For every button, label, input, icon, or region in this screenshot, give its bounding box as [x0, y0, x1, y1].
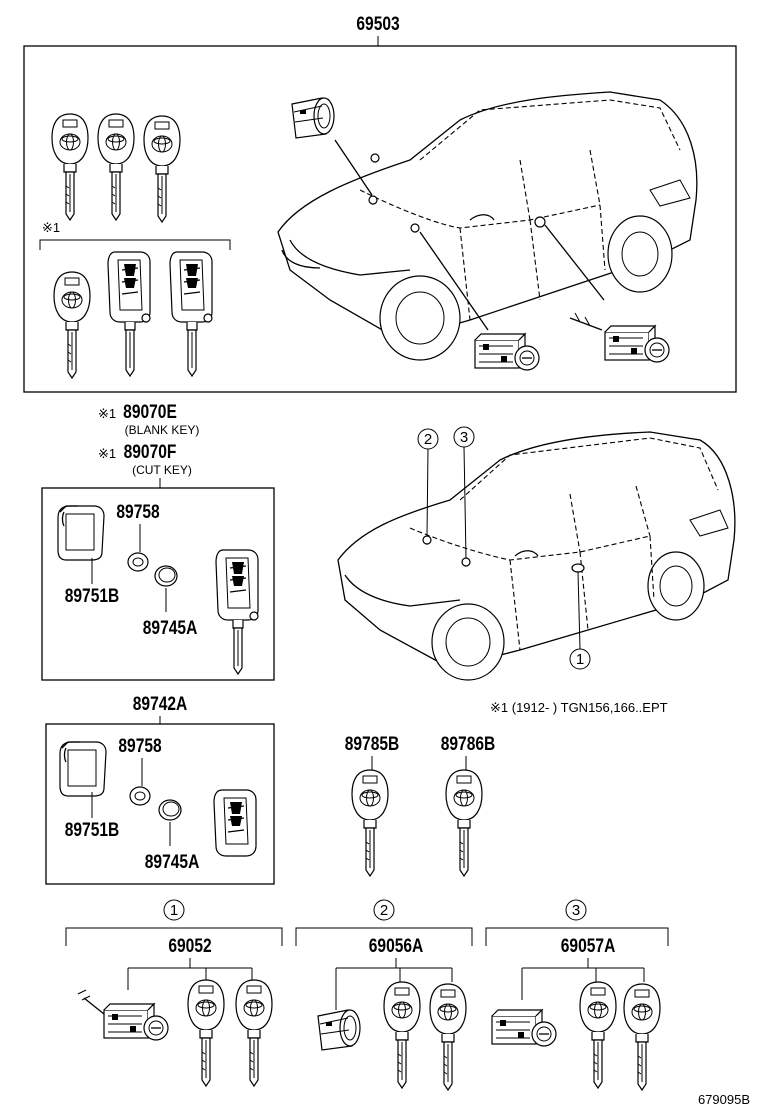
flip-remote-key-icon — [213, 789, 257, 857]
part-89070f-label: 89070F — [124, 441, 177, 463]
suv-vehicle-icon — [337, 431, 736, 681]
part-89785b-label: 89785B — [345, 733, 400, 755]
toyota-key-icon — [235, 979, 273, 1087]
blank-key-label: (BLANK KEY) — [125, 423, 200, 437]
flip-remote-key-icon — [107, 251, 151, 377]
toyota-key-icon — [579, 981, 617, 1089]
group-3-bracket — [485, 927, 669, 946]
box2-89745a-label: 89745A — [145, 851, 200, 873]
group-1-bracket — [65, 927, 283, 946]
callout-2-label: 2 — [424, 431, 432, 448]
lock-cylinder-icon — [491, 1009, 557, 1047]
callout-arrow — [419, 231, 489, 331]
toyota-key-icon — [429, 983, 467, 1091]
o-ring-icon — [127, 552, 149, 572]
callout-3-label: 3 — [460, 429, 468, 446]
group-1-part-label: 69052 — [168, 935, 211, 957]
top-assembly-frame — [23, 45, 737, 393]
diagram-code: 679095B — [698, 1092, 750, 1107]
toyota-key-icon — [97, 113, 135, 221]
o-ring-icon — [129, 786, 151, 806]
note-bracket-top — [39, 239, 231, 250]
callout-arrow — [544, 224, 605, 301]
top-keys-row — [51, 113, 181, 223]
box1-89751b-label: 89751B — [65, 585, 120, 607]
callout-arrow — [334, 139, 373, 196]
box-89742a — [45, 723, 275, 885]
top-note-keys — [53, 251, 213, 379]
group-2-circle-label: 2 — [380, 902, 388, 919]
group-2-bracket — [295, 927, 473, 946]
footnote: ※1 (1912- ) TGN156,166..EPT — [490, 700, 668, 715]
lock-cylinder-icon — [291, 97, 335, 139]
box2-89758-label: 89758 — [118, 735, 162, 757]
part-89070e-label: 89070E — [123, 401, 177, 423]
top-assembly-label: 69503 — [356, 13, 400, 35]
box1-89745a-label: 89745A — [143, 617, 198, 639]
door-rod-icon — [83, 997, 105, 1015]
toyota-key-icon — [51, 113, 89, 221]
group-2-part-label: 69056A — [369, 935, 424, 957]
lock-cylinder-icon — [317, 1009, 361, 1051]
note-marker-top: ※1 — [42, 220, 60, 235]
lock-cylinder-icon — [604, 325, 670, 363]
note-marker-89070f: ※1 — [98, 446, 116, 461]
coin-battery-icon — [158, 799, 182, 821]
door-rod-icon — [569, 317, 603, 331]
toyota-key-icon — [143, 115, 181, 223]
box-89070 — [41, 487, 275, 681]
callout-1-label: 1 — [576, 651, 584, 668]
group-3-part-label: 69057A — [561, 935, 616, 957]
note-marker-89070e: ※1 — [98, 406, 116, 421]
box1-89758-label: 89758 — [116, 501, 160, 523]
toyota-key-icon — [623, 983, 661, 1091]
part-89742a-label: 89742A — [133, 693, 188, 715]
flip-remote-key-icon — [169, 251, 213, 377]
group-1-circle-label: 1 — [170, 902, 178, 919]
lock-cylinder-icon — [103, 1003, 169, 1041]
suv-vehicle-icon — [277, 91, 698, 361]
flip-remote-key-icon — [215, 549, 259, 675]
coin-battery-icon — [154, 565, 178, 587]
toyota-key-icon — [383, 981, 421, 1089]
group-3-circle — [565, 899, 587, 921]
group-2-circle — [373, 899, 395, 921]
toyota-key-icon — [187, 979, 225, 1087]
toyota-key-icon — [445, 769, 483, 877]
key-shell-icon — [59, 741, 107, 797]
part-89786b-label: 89786B — [441, 733, 496, 755]
group-1-circle — [163, 899, 185, 921]
toyota-key-icon — [351, 769, 389, 877]
box2-89751b-label: 89751B — [65, 819, 120, 841]
key-shell-icon — [57, 505, 105, 561]
lock-cylinder-icon — [474, 333, 540, 371]
toyota-key-icon — [53, 271, 91, 379]
cut-key-label: (CUT KEY) — [132, 463, 192, 477]
group-3-circle-label: 3 — [572, 902, 580, 919]
